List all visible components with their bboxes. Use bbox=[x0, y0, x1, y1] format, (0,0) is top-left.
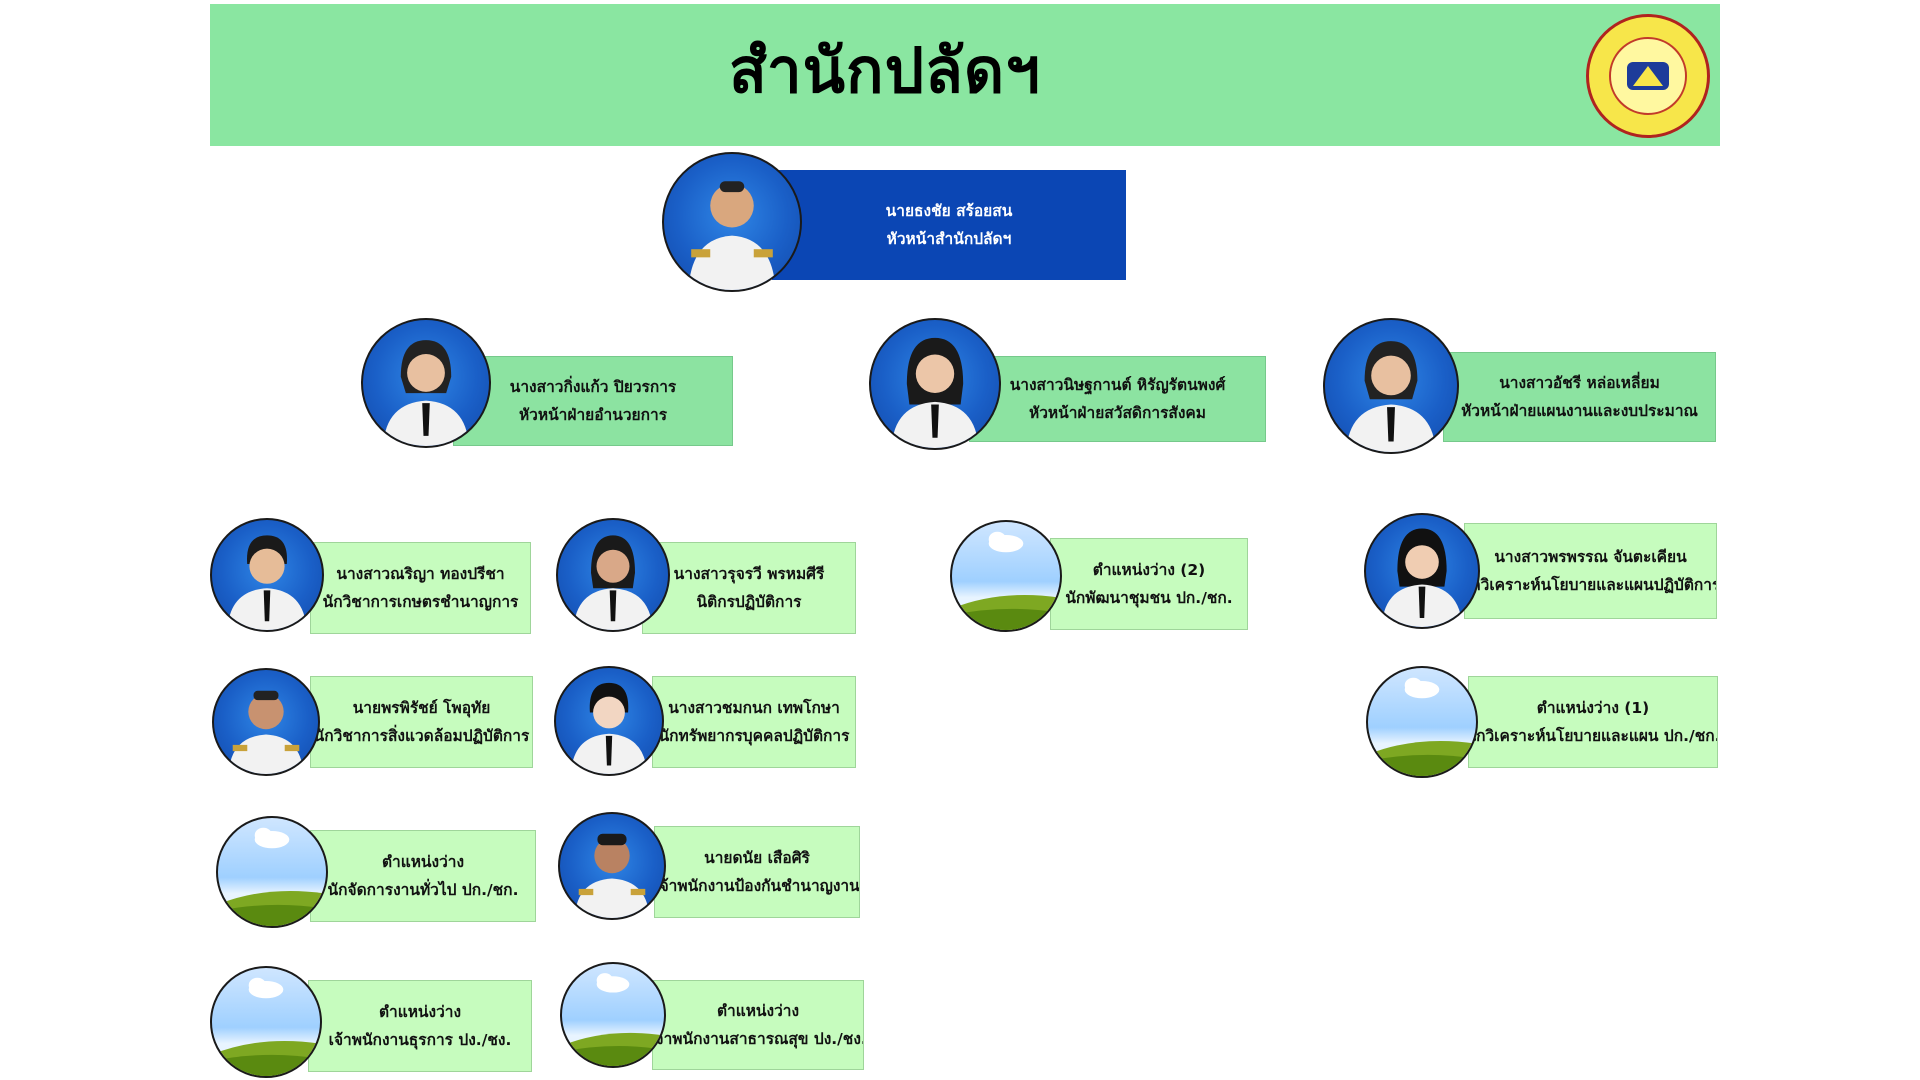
staff-box: ตำแหน่งว่าง เจ้าพนักงานสาธารณสุข ปง./ชง. bbox=[652, 980, 864, 1070]
chief-name: นายธงชัย สร้อยสน bbox=[885, 202, 1013, 220]
staff-box: นายพรพิรัชย์ โพอุทัย นักวิชาการสิ่งแวดล้… bbox=[310, 676, 533, 768]
chief-photo bbox=[662, 152, 802, 292]
staff-photo bbox=[556, 518, 670, 632]
staff-name: นางสาวรุจรวี พรหมศีรี bbox=[673, 565, 825, 583]
vacant-placeholder-photo bbox=[560, 962, 666, 1068]
staff-box: นางสาวชมกนก เทพโกษา นักทรัพยากรบุคคลปฏิบ… bbox=[652, 676, 856, 768]
staff-role: เจ้าพนักงานสาธารณสุข ปง./ชง. bbox=[652, 1030, 864, 1048]
staff-name: นายพรพิรัชย์ โพอุทัย bbox=[352, 699, 491, 717]
staff-role: นักวิชาการเกษตรชำนาญการ bbox=[322, 593, 519, 611]
staff-role: นักวิเคราะห์นโยบายและแผน ปก./ชก. bbox=[1468, 727, 1718, 745]
staff-name: นางสาวพรพรรณ จันตะเคียน bbox=[1494, 548, 1687, 566]
person-silhouette-icon bbox=[1381, 528, 1463, 627]
staff-name: ตำแหน่งว่าง (2) bbox=[1092, 561, 1206, 579]
department-name: นางสาวกิ่งแก้ว ปิยวรการ bbox=[509, 378, 677, 396]
department-name: นางสาวนิษฐกานต์ หิรัญรัตนพงศ์ bbox=[1009, 376, 1226, 394]
person-silhouette-icon bbox=[228, 690, 304, 774]
staff-role: นักพัฒนาชุมชน ปก./ชก. bbox=[1065, 589, 1233, 607]
staff-role: เจ้าพนักงานธุรการ ปง./ชง. bbox=[328, 1031, 512, 1049]
department-box: นางสาวกิ่งแก้ว ปิยวรการ หัวหน้าฝ่ายอำนวย… bbox=[453, 356, 733, 446]
person-silhouette-icon bbox=[227, 535, 307, 630]
department-name: นางสาวอัชรี หล่อเหลี่ยม bbox=[1499, 374, 1660, 392]
staff-name: ตำแหน่งว่าง (1) bbox=[1536, 699, 1650, 717]
staff-box: นางสาวณริญา ทองปรีชา นักวิชาการเกษตรชำนา… bbox=[310, 542, 531, 634]
person-silhouette-icon bbox=[570, 682, 648, 774]
department-box: นางสาวอัชรี หล่อเหลี่ยม หัวหน้าฝ่ายแผนงา… bbox=[1443, 352, 1716, 442]
staff-photo bbox=[1364, 513, 1480, 629]
staff-role: นักจัดการงานทั่วไป ปก./ชก. bbox=[327, 881, 519, 899]
landscape-placeholder-icon bbox=[562, 973, 664, 1066]
staff-box: นายดนัย เสือศิริ เจ้าพนักงานป้องกันชำนาญ… bbox=[654, 826, 860, 918]
department-box: นางสาวนิษฐกานต์ หิรัญรัตนพงศ์ หัวหน้าฝ่า… bbox=[969, 356, 1266, 442]
landscape-placeholder-icon bbox=[1368, 677, 1476, 776]
organization-logo-icon bbox=[1586, 14, 1710, 138]
vacant-placeholder-photo bbox=[1366, 666, 1478, 778]
staff-box: ตำแหน่งว่าง (1) นักวิเคราะห์นโยบายและแผน… bbox=[1468, 676, 1718, 768]
staff-box: ตำแหน่งว่าง นักจัดการงานทั่วไป ปก./ชก. bbox=[310, 830, 536, 922]
staff-name: ตำแหน่งว่าง bbox=[378, 1003, 462, 1021]
staff-role: นักวิชาการสิ่งแวดล้อมปฏิบัติการ bbox=[313, 727, 530, 745]
vacant-placeholder-photo bbox=[950, 520, 1062, 632]
staff-box: ตำแหน่งว่าง เจ้าพนักงานธุรการ ปง./ชง. bbox=[308, 980, 532, 1072]
chief-role: หัวหน้าสำนักปลัดฯ bbox=[886, 230, 1012, 248]
staff-role: นิติกรปฏิบัติการ bbox=[696, 593, 802, 611]
staff-name: นายดนัย เสือศิริ bbox=[704, 849, 810, 867]
person-silhouette-icon bbox=[1346, 341, 1436, 452]
staff-name: ตำแหน่งว่าง bbox=[716, 1002, 800, 1020]
vacant-placeholder-photo bbox=[210, 966, 322, 1078]
page-title: สำนักปลัดฯ bbox=[728, 34, 1041, 107]
staff-role: นักทรัพยากรบุคคลปฏิบัติการ bbox=[658, 727, 850, 745]
landscape-placeholder-icon bbox=[212, 977, 320, 1076]
person-silhouette-icon bbox=[574, 833, 650, 918]
page-header: สำนักปลัดฯ bbox=[210, 4, 1720, 146]
department-role: หัวหน้าฝ่ายสวัสดิการสังคม bbox=[1028, 404, 1207, 422]
department-photo bbox=[869, 318, 1001, 450]
staff-name: นางสาวชมกนก เทพโกษา bbox=[668, 699, 840, 717]
department-photo bbox=[1323, 318, 1459, 454]
person-silhouette-icon bbox=[688, 181, 776, 290]
person-silhouette-icon bbox=[383, 340, 469, 446]
staff-photo bbox=[212, 668, 320, 776]
staff-box: ตำแหน่งว่าง (2) นักพัฒนาชุมชน ปก./ชก. bbox=[1050, 538, 1248, 630]
staff-box: นางสาวรุจรวี พรหมศีรี นิติกรปฏิบัติการ bbox=[642, 542, 856, 634]
staff-photo bbox=[554, 666, 664, 776]
vacant-placeholder-photo bbox=[216, 816, 328, 928]
staff-role: เจ้าพนักงานป้องกันชำนาญงาน bbox=[654, 877, 860, 895]
landscape-placeholder-icon bbox=[218, 827, 326, 926]
staff-name: นางสาวณริญา ทองปรีชา bbox=[336, 565, 505, 583]
staff-photo bbox=[210, 518, 324, 632]
person-silhouette-icon bbox=[891, 337, 979, 448]
staff-box: นางสาวพรพรรณ จันตะเคียน นักวิเคราะห์นโยบ… bbox=[1464, 523, 1717, 619]
department-photo bbox=[361, 318, 491, 448]
staff-name: ตำแหน่งว่าง bbox=[381, 853, 465, 871]
department-role: หัวหน้าฝ่ายแผนงานและงบประมาณ bbox=[1461, 402, 1698, 420]
department-role: หัวหน้าฝ่ายอำนวยการ bbox=[518, 406, 668, 424]
landscape-placeholder-icon bbox=[952, 531, 1060, 630]
chief-box: นายธงชัย สร้อยสน หัวหน้าสำนักปลัดฯ bbox=[772, 170, 1126, 280]
staff-role: นักวิเคราะห์นโยบายและแผนปฏิบัติการ bbox=[1464, 576, 1717, 594]
staff-photo bbox=[558, 812, 666, 920]
person-silhouette-icon bbox=[573, 535, 653, 630]
